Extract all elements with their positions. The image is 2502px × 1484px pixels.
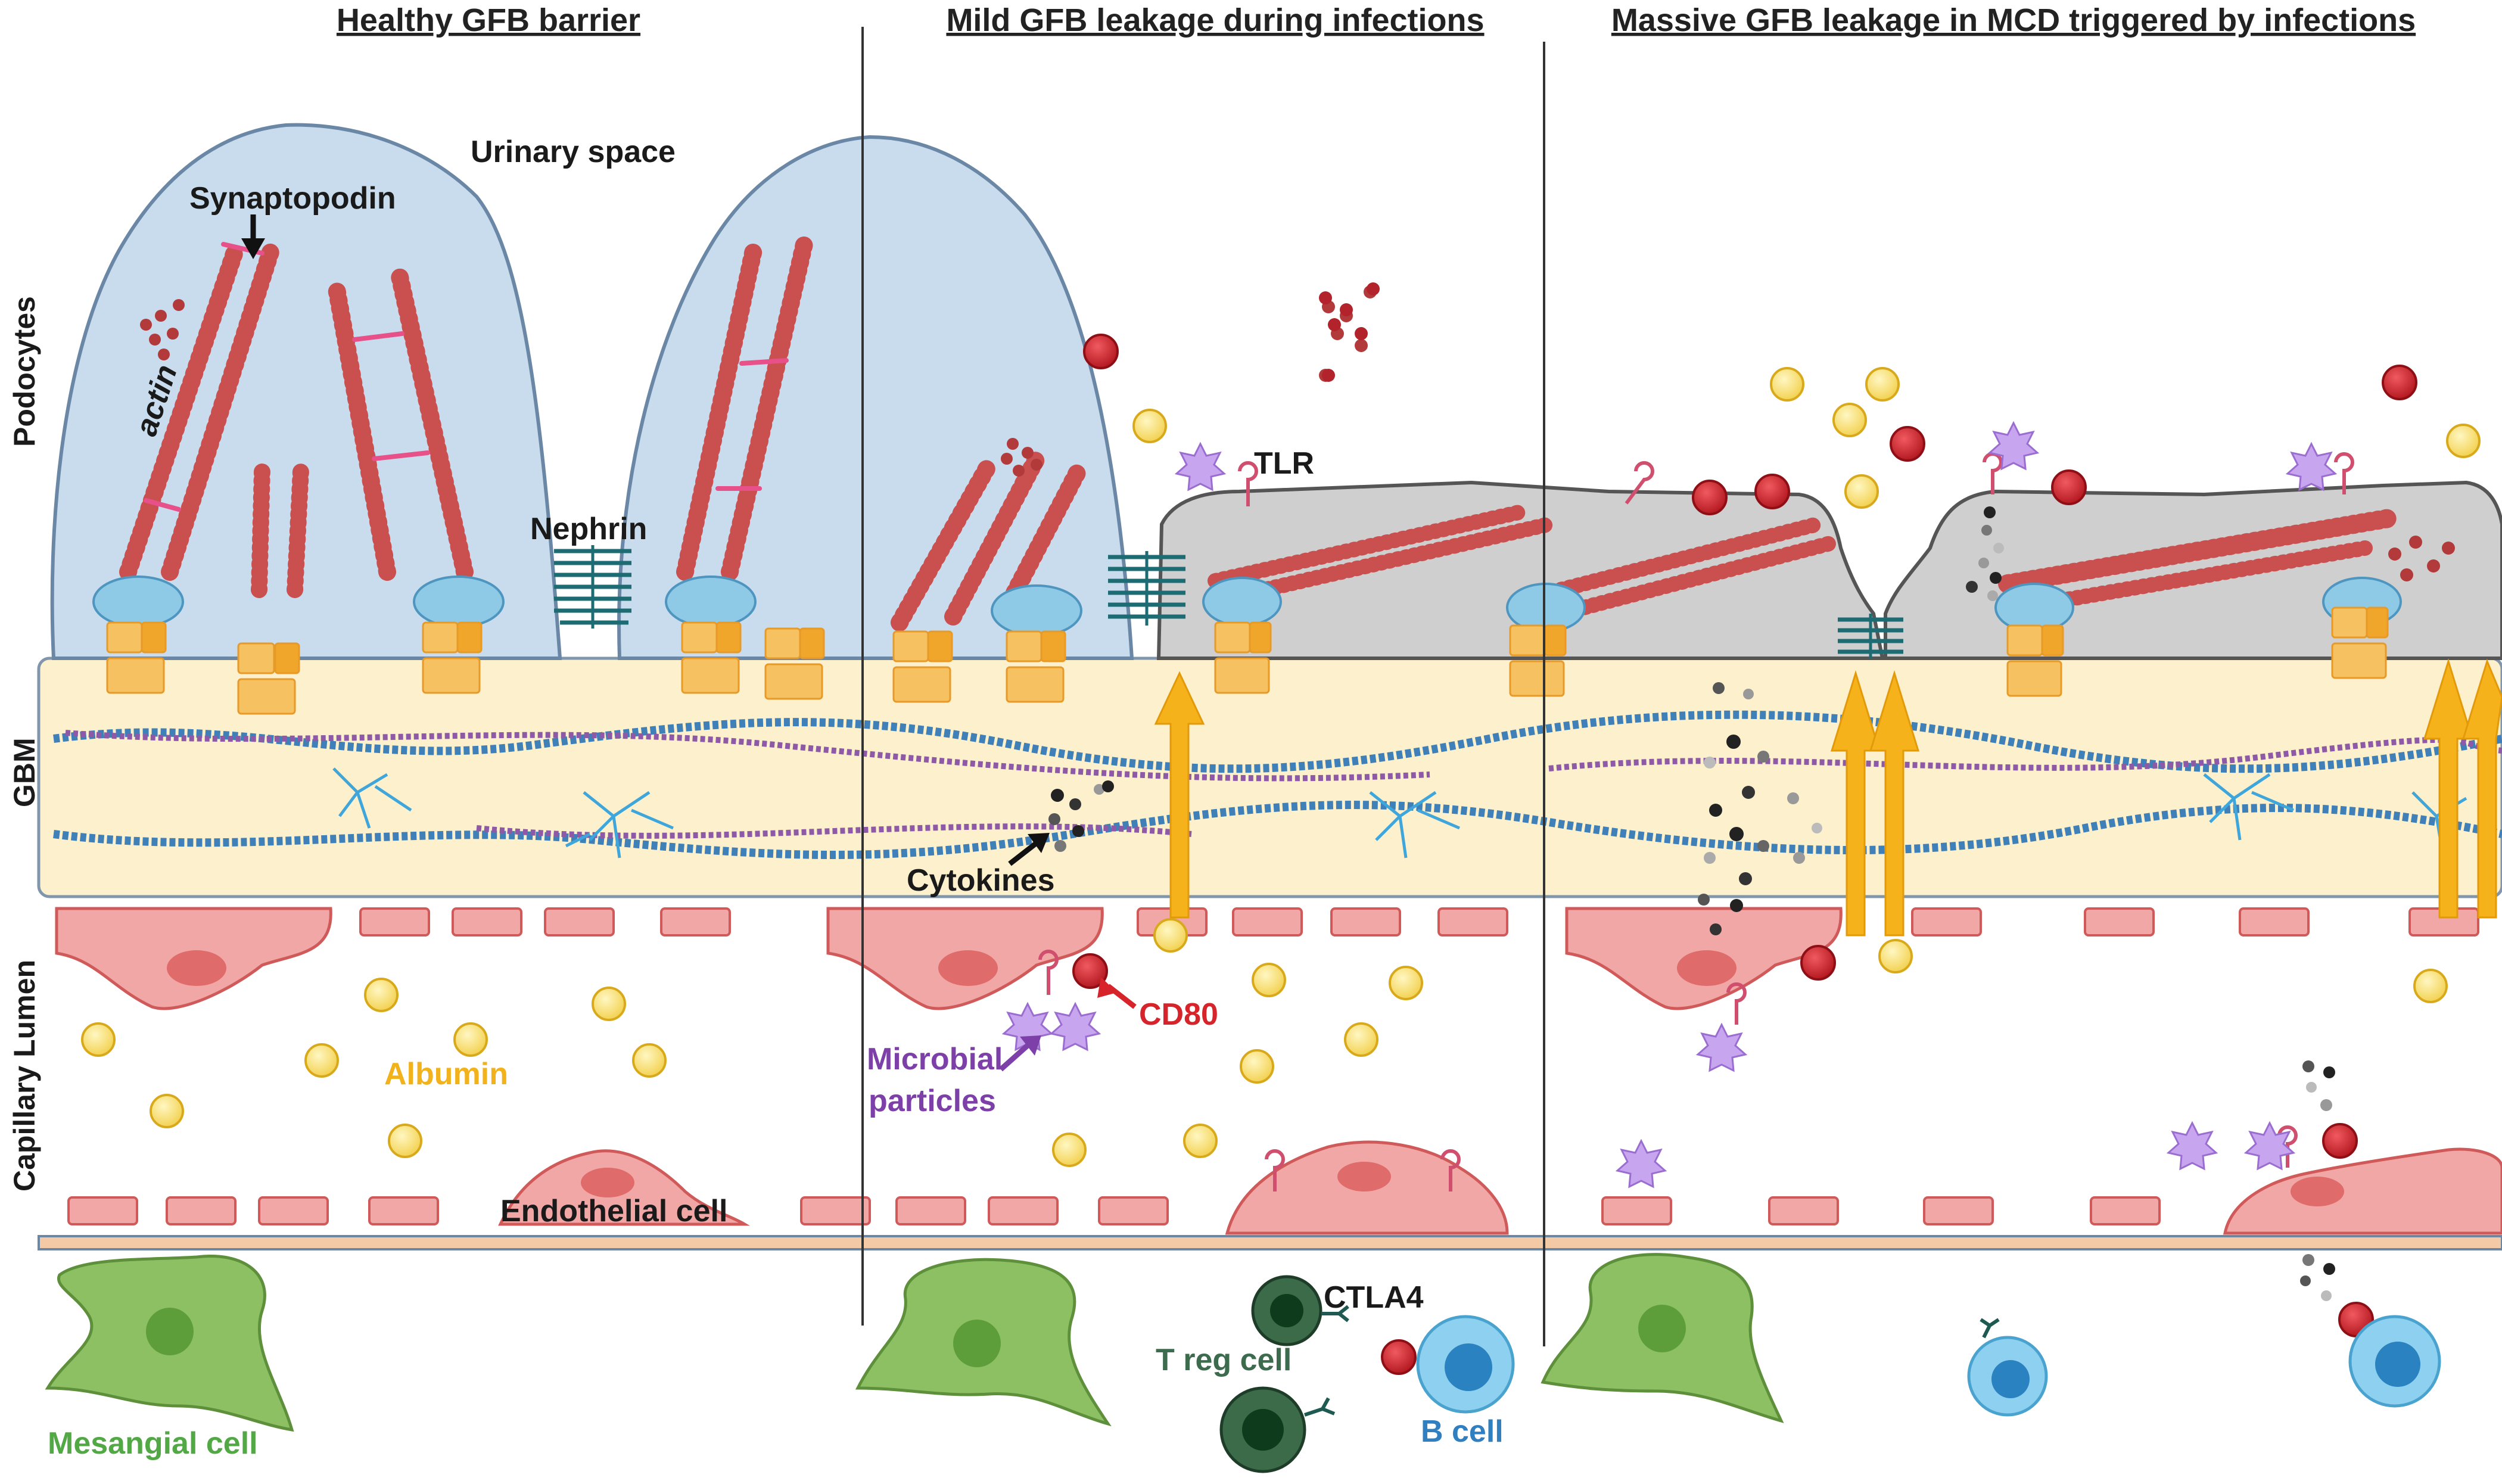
title-massive: Massive GFB leakage in MCD triggered by … [1611,2,2416,38]
treg-cells [1219,1275,1322,1473]
mesangial-cells [45,1253,1784,1432]
label-microbial-line2: particles [869,1084,996,1118]
tlr-hook-icons [1038,452,2354,1191]
side-label-capillary: Capillary Lumen [8,960,41,1191]
label-ctla4: CTLA4 [1324,1280,1424,1315]
label-synaptopodin: Synaptopodin [189,181,396,216]
synaptopodin-crosslinks [144,242,789,512]
actin-bundles [119,235,2398,631]
actin-monomers [140,285,2455,581]
label-nephrin: Nephrin [530,512,647,546]
mesangial-nuclei [146,1305,1686,1367]
endothelial-cells-top [55,907,1843,1010]
foot-process-anchors [92,575,2402,715]
label-albumin: Albumin [384,1057,508,1091]
gbm-layer [37,657,2502,898]
label-microbial-line1: Microbial [867,1042,1003,1077]
nephrin-slit-diaphragms [554,545,1903,658]
b-cells [1416,1315,2441,1417]
endothelial-cells-bottom [498,1140,2502,1235]
cytokine-dots [1048,506,2335,1301]
pointer-arrow-icons [241,214,1137,1072]
label-treg-cell: T reg cell [1156,1343,1292,1377]
label-cd80: CD80 [1139,997,1218,1032]
title-mild: Mild GFB leakage during infections [946,2,1484,38]
title-healthy: Healthy GFB barrier [337,2,640,38]
label-b-cell: B cell [1421,1414,1504,1449]
side-label-gbm: GBM [8,738,41,807]
gbm-laminin-networks [332,767,2467,858]
label-urinary-space: Urinary space [471,135,676,169]
ctla4-receptor-icons [1304,1305,2000,1417]
microbial-star-icons [1001,421,2338,1189]
leak-arrow-icons [1154,658,2502,937]
label-tlr: TLR [1254,446,1314,481]
capillary-basement-line [38,1235,2502,1250]
albumin-circle-icons [81,367,2481,1167]
label-endothelial-cell: Endothelial cell [500,1194,727,1228]
label-cytokines: Cytokines [907,863,1055,898]
cd80-small-clusters [1319,282,1380,382]
cd80-circle-icons [1072,334,2417,1375]
label-mesangial-cell: Mesangial cell [48,1426,258,1461]
side-label-podocytes: Podocytes [8,296,41,447]
gbm-collagen-fibers [53,710,2502,859]
